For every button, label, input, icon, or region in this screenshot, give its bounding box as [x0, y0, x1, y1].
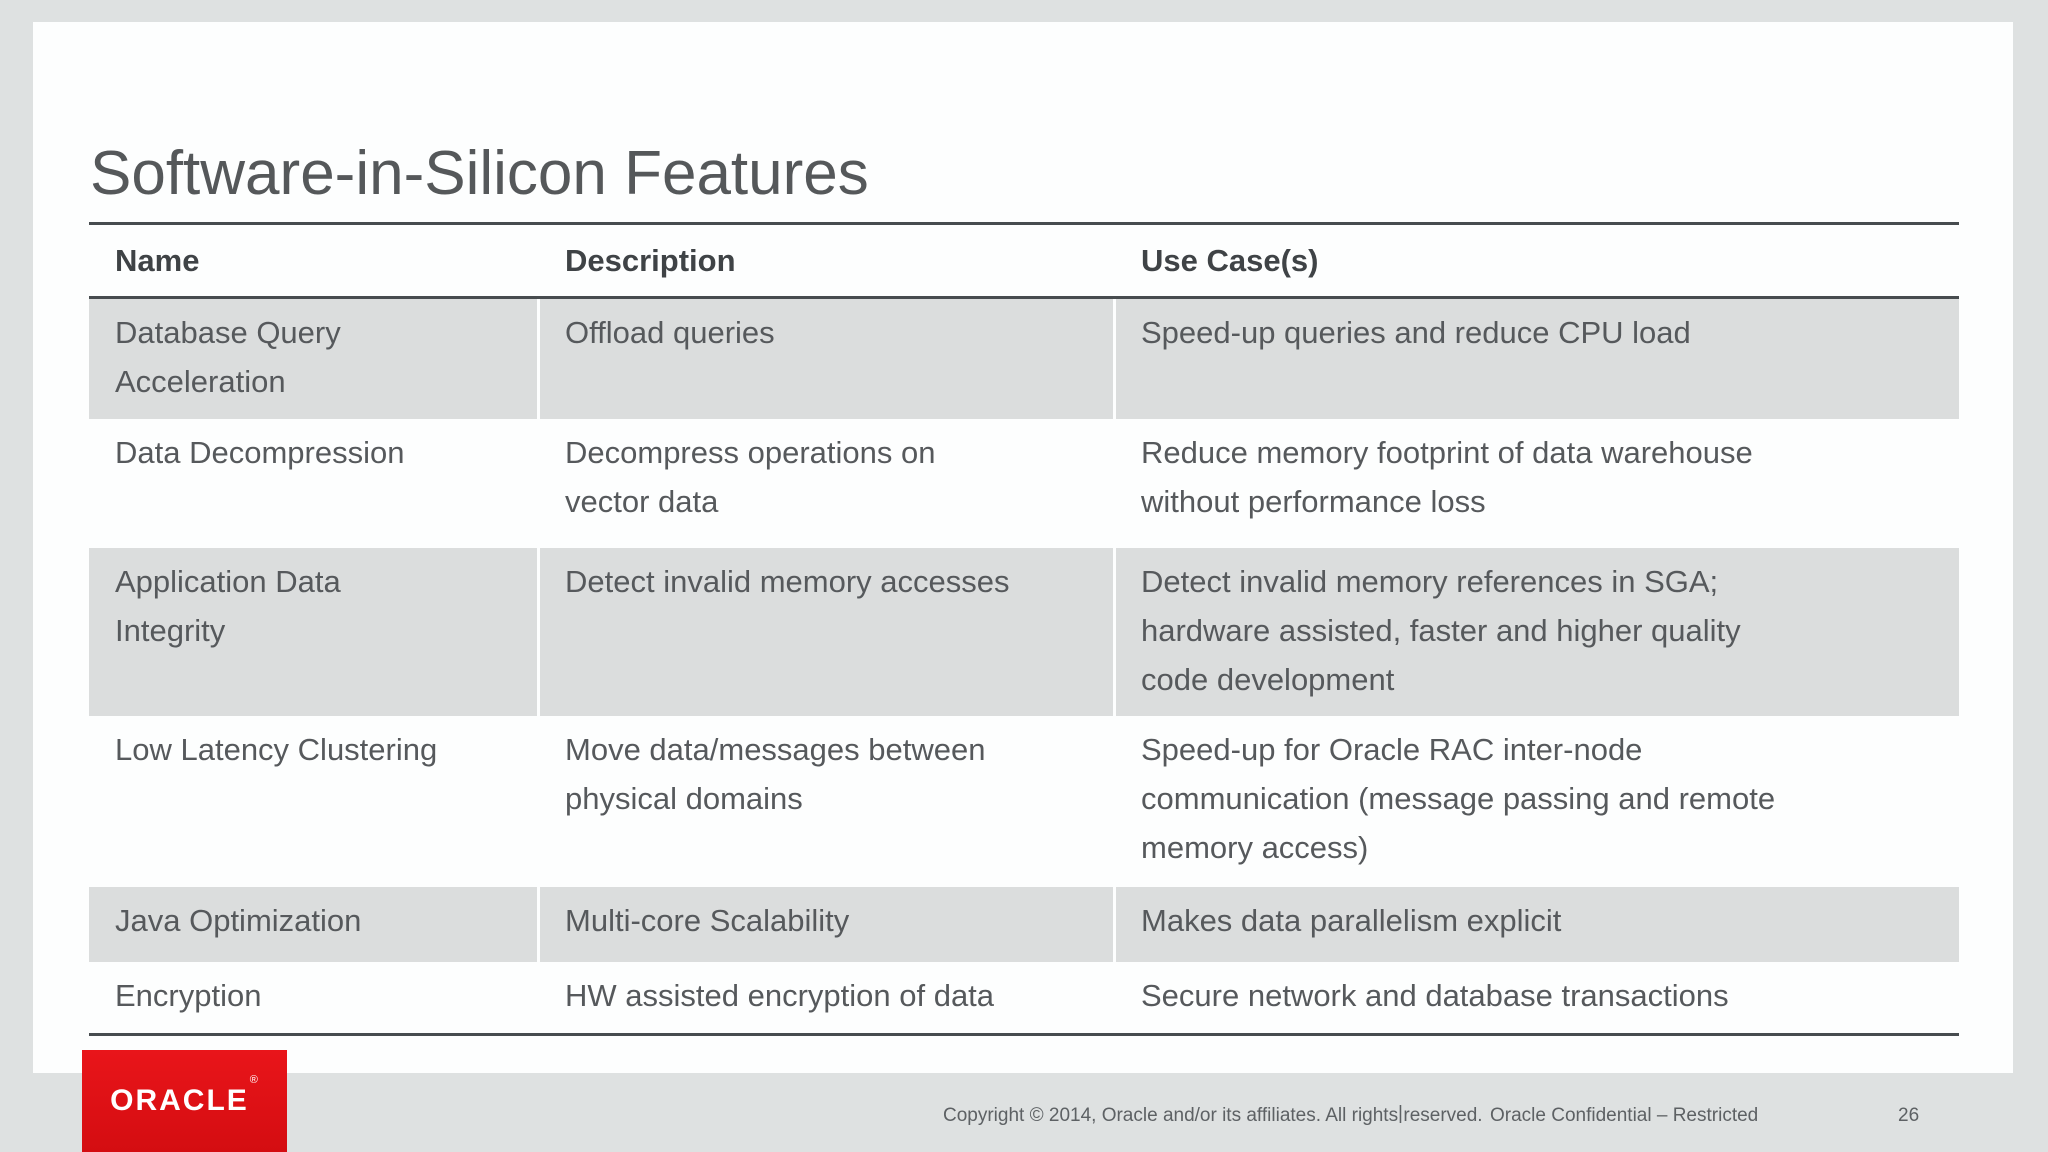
cell-name: Encryption — [115, 978, 262, 1013]
page-number: 26 — [1898, 1105, 1920, 1126]
cell-use-case: Makes data parallelism explicit — [1113, 887, 1959, 962]
features-table: Name Description Use Case(s) Database Qu… — [89, 222, 1959, 1036]
cell-description: Detect invalid memory accesses — [537, 548, 1113, 716]
table-row: Application Data Integrity Detect invali… — [89, 548, 1959, 716]
cell-description: Move data/messages between physical doma… — [537, 716, 1113, 887]
cell-use-case: Secure network and database transactions — [1113, 962, 1959, 1033]
cell-use-case: Speed-up queries and reduce CPU load — [1113, 299, 1959, 419]
slide-title: Software-in-Silicon Features — [90, 138, 869, 208]
cell-description: Multi-core Scalability — [537, 887, 1113, 962]
table-row: Java Optimization Multi-core Scalability… — [89, 887, 1959, 962]
header-description: Description — [565, 242, 736, 278]
table-row: Data Decompression Decompress operations… — [89, 419, 1959, 548]
cell-name: Java Optimization — [115, 903, 362, 938]
cell-use-case: Detect invalid memory references in SGA;… — [1113, 548, 1959, 716]
cell-name: Database Query Acceleration — [115, 315, 341, 399]
cell-description: HW assisted encryption of data — [537, 962, 1113, 1033]
footer-separator: | — [1398, 1103, 1403, 1124]
cell-name: Data Decompression — [115, 435, 405, 470]
table-body: Database Query Acceleration Offload quer… — [89, 299, 1959, 1033]
cell-name: Low Latency Clustering — [115, 732, 438, 767]
cell-use-case: Reduce memory footprint of data warehous… — [1113, 419, 1959, 548]
header-name: Name — [115, 242, 200, 278]
cell-use-case: Speed-up for Oracle RAC inter-node commu… — [1113, 716, 1959, 887]
header-use-cases: Use Case(s) — [1141, 242, 1319, 278]
table-row: Encryption HW assisted encryption of dat… — [89, 962, 1959, 1033]
table-header-row: Name Description Use Case(s) — [89, 225, 1959, 299]
footer-confidential: Oracle Confidential – Restricted — [1490, 1105, 1759, 1126]
cell-description: Offload queries — [537, 299, 1113, 419]
registered-trademark-icon: ® — [249, 1074, 260, 1086]
slide-canvas: Software-in-Silicon Features Name Descri… — [33, 22, 2013, 1073]
footer-copyright: Copyright © 2014, Oracle and/or its affi… — [943, 1105, 1483, 1126]
cell-description: Decompress operations on vector data — [537, 419, 1113, 548]
table-row: Database Query Acceleration Offload quer… — [89, 299, 1959, 419]
cell-name: Application Data Integrity — [115, 564, 341, 648]
table-row: Low Latency Clustering Move data/message… — [89, 716, 1959, 887]
oracle-logo: ORACLE® — [82, 1050, 287, 1152]
oracle-wordmark: ORACLE® — [110, 1074, 260, 1118]
